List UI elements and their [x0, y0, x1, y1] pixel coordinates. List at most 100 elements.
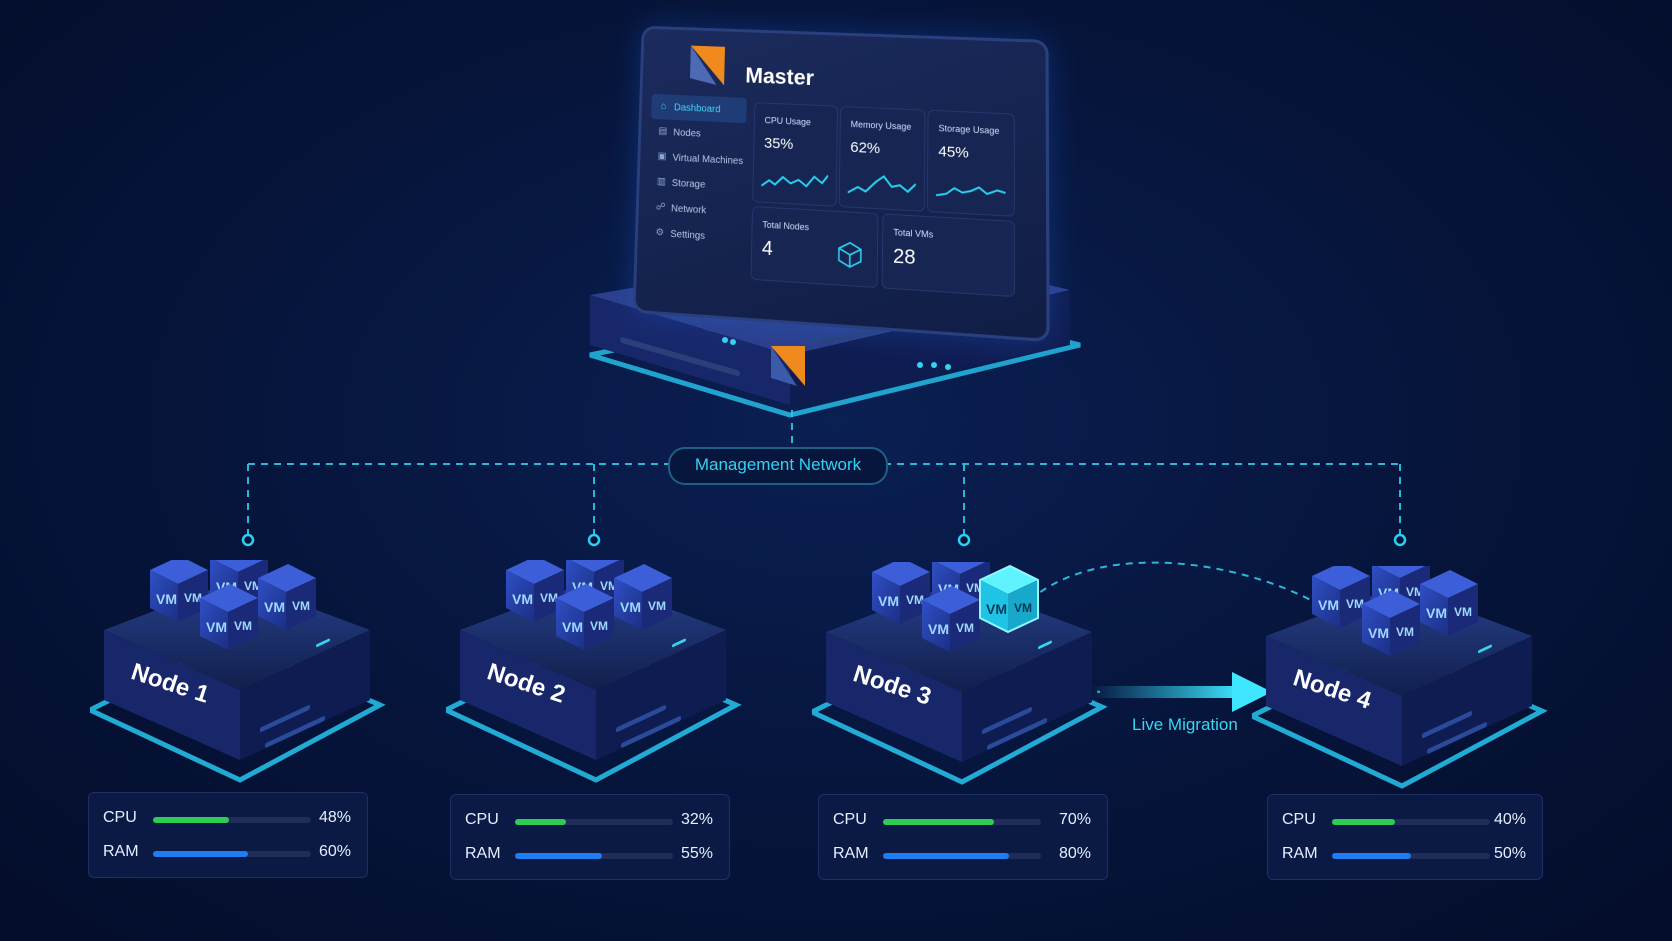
node-4-stats: CPU 40% RAM 50% [1267, 794, 1543, 880]
node-2-stats: CPU 32% RAM 55% [450, 794, 730, 880]
card-label: Total Nodes [762, 219, 810, 233]
node-4-port [1393, 533, 1407, 547]
vm-label: VM [986, 601, 1007, 617]
sidebar-item-label: Nodes [673, 127, 701, 140]
vm-label: VM [244, 579, 262, 593]
cpu-bar-track [153, 817, 311, 823]
cpu-value: 48% [318, 809, 351, 826]
total-vms-card[interactable]: Total VMs 28 [881, 213, 1015, 298]
master-logo [689, 45, 726, 86]
vm-label: VM [184, 591, 202, 605]
cpu-label: CPU [1282, 811, 1316, 828]
cpu-label: CPU [103, 809, 137, 826]
cpu-bar-fill [1332, 819, 1396, 825]
sidebar-item-label: Virtual Machines [672, 152, 744, 167]
card-value: 45% [938, 143, 969, 162]
ram-row: RAM 50% [1282, 845, 1528, 865]
cpu-bar-fill [883, 819, 994, 825]
vm-label: VM [1426, 605, 1447, 621]
vm-label: VM [1406, 585, 1424, 599]
card-label: CPU Usage [764, 115, 811, 128]
vm-label: VM [512, 591, 533, 607]
master-dashboard: Master ⌂ Dashboard ▤ Nodes ▣ Virtual Mac… [632, 25, 1050, 343]
vm-cube: VM VM [1420, 570, 1478, 636]
ram-bar-track [1332, 853, 1490, 859]
vm-label: VM [648, 599, 666, 613]
cpu-label: CPU [465, 811, 499, 828]
vm-label: VM [1318, 597, 1339, 613]
ram-bar-fill [883, 853, 1010, 859]
vm-label: VM [1368, 625, 1389, 641]
cpu-bar-track [1332, 819, 1490, 825]
server-icon: ▤ [658, 125, 668, 137]
card-label: Memory Usage [850, 119, 912, 132]
vm-label: VM [1346, 597, 1364, 611]
ram-bar-track [883, 853, 1041, 859]
vm-label: VM [1454, 605, 1472, 619]
sidebar-item-label: Settings [670, 228, 706, 242]
vm-cube: VM VM [150, 556, 208, 622]
ram-label: RAM [1282, 845, 1318, 862]
node-server-graphic: VM VM VM VM VM VM VM VM [806, 546, 1108, 785]
cpu-bar-track [515, 819, 673, 825]
ram-row: RAM 60% [103, 843, 353, 863]
ram-bar-track [515, 853, 673, 859]
vm-label: VM [264, 599, 285, 615]
storage-icon: ▥ [656, 176, 667, 188]
vm-label: VM [928, 621, 949, 637]
management-network-label: Management Network [668, 447, 888, 485]
vm-label: VM [156, 591, 177, 607]
vm-label: VM [590, 619, 608, 633]
sidebar-item-label: Storage [671, 177, 706, 191]
vm-label: VM [206, 619, 227, 635]
vm-label: VM [878, 593, 899, 609]
node-1-stats: CPU 48% RAM 60% [88, 792, 368, 878]
sidebar-item-label: Dashboard [673, 101, 721, 115]
live-migration-label: Live Migration [1132, 715, 1238, 734]
vm-label: VM [1014, 601, 1032, 615]
home-icon: ⌂ [660, 100, 667, 112]
storage-sparkline [936, 175, 1006, 205]
storage-usage-card[interactable]: Storage Usage 45% [926, 109, 1015, 217]
vm-label: VM [620, 599, 641, 615]
ram-value: 50% [1493, 845, 1526, 862]
card-value: 35% [763, 134, 794, 153]
memory-sparkline [848, 171, 916, 201]
vm-label: VM [956, 621, 974, 635]
ram-bar-fill [1332, 853, 1411, 859]
total-nodes-card[interactable]: Total Nodes 4 [750, 206, 879, 289]
vm-cube: VM VM [979, 564, 1039, 634]
cpu-bar-fill [153, 817, 229, 823]
vm-cube: VM VM [556, 584, 614, 650]
cpu-usage-card[interactable]: CPU Usage 35% [752, 102, 839, 207]
card-label: Storage Usage [938, 123, 1000, 136]
vm-cube: VM VM [922, 586, 980, 652]
ram-value: 80% [1058, 845, 1091, 862]
ram-value: 55% [680, 845, 713, 862]
cpu-sparkline [761, 166, 828, 195]
cpu-value: 40% [1493, 811, 1526, 828]
vm-label: VM [562, 619, 583, 635]
master-title: Master [745, 63, 815, 91]
sidebar-item-settings[interactable]: ⚙ Settings [647, 220, 744, 252]
cube-icon [837, 240, 863, 270]
cpu-bar-track [883, 819, 1041, 825]
vm-label: VM [600, 579, 618, 593]
node-1-port [241, 533, 255, 547]
node-2-port [587, 533, 601, 547]
vm-label: VM [540, 591, 558, 605]
ram-label: RAM [833, 845, 869, 862]
node-3-stats: CPU 70% RAM 80% [818, 794, 1108, 880]
cpu-value: 32% [680, 811, 713, 828]
card-value: 62% [850, 138, 881, 158]
memory-usage-card[interactable]: Memory Usage 62% [838, 105, 926, 212]
vm-label: VM [1396, 625, 1414, 639]
vm-cube: VM VM [614, 564, 672, 630]
